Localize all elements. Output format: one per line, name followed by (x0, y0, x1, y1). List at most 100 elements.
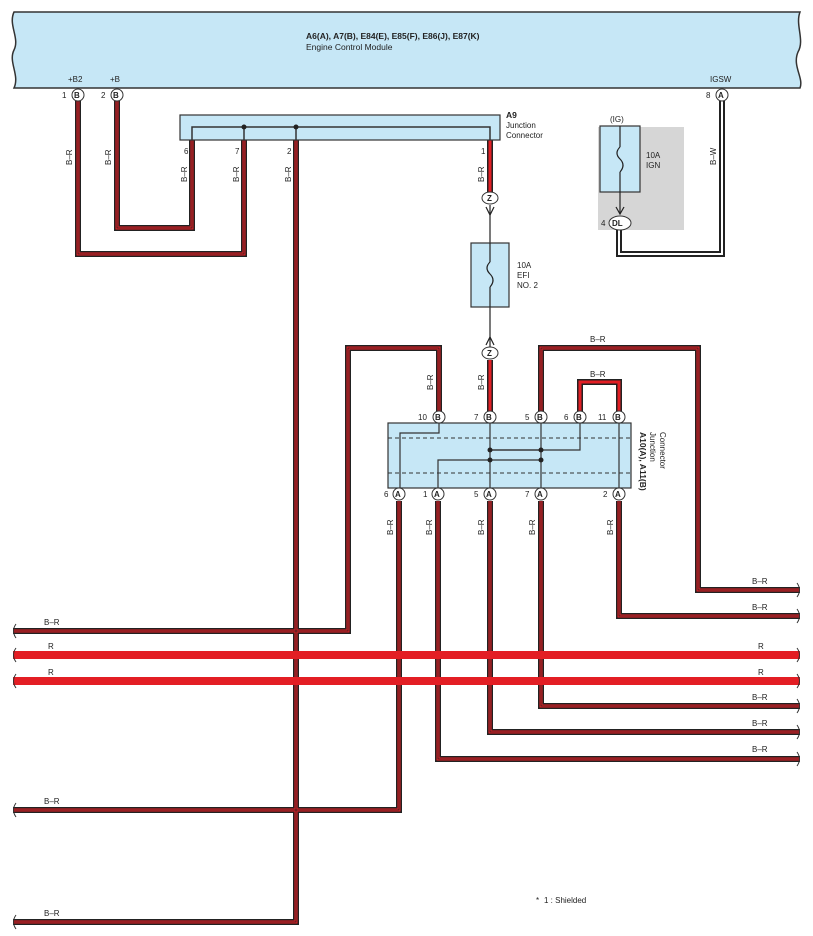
footnote-text: 1 : Shielded (544, 896, 586, 905)
a10-bottom-pin-1-conn: A (434, 490, 440, 499)
junction-a10-a11: A10(A), A11(B) Junction Connector (387, 422, 667, 491)
wire-label-br-h4: B–R (44, 797, 60, 806)
a10-bottom-pin-2: A 2 (603, 487, 626, 501)
a10-bottom-pin-1-num: 1 (423, 490, 428, 499)
wire-label-br-h9: B–R (752, 719, 768, 728)
a10-top-pin-10-conn: B (435, 413, 441, 422)
a10-bottom-pin-6-num: 6 (384, 490, 389, 499)
a10-line2: Connector (658, 432, 667, 469)
vertical-wire-labels: B–R B–R B–R B–R B–R B–R B–W B–R B–R B–R … (65, 147, 718, 535)
ign-conn: DL (612, 219, 623, 228)
a10-top-pin-7-num: 7 (474, 413, 479, 422)
a10-bottom-pin-7: A 7 (525, 487, 548, 501)
a10-top-pin-6-num: 6 (564, 413, 569, 422)
a10-bottom-pin-6: A 6 (384, 487, 406, 501)
efi-name: EFI (517, 271, 529, 280)
a10-top-pin-7: B 7 (474, 410, 497, 424)
ecm-terminal-label-b: +B (110, 75, 120, 84)
a9-line1: Junction (506, 121, 536, 130)
ecm-pin-2-num: 2 (101, 91, 106, 100)
a10-bottom-pin-6-conn: A (395, 490, 401, 499)
a10-top-pin-10-num: 10 (418, 413, 427, 422)
a10-top-pin-11: B 11 (598, 410, 626, 424)
fuse-ign-block: DL 4 (IG) 10A IGN (598, 115, 684, 231)
wire-label-br-h6: B–R (752, 577, 768, 586)
a10-top-pin-6: B 6 (564, 410, 587, 424)
ecm-pin-8-num: 8 (706, 91, 711, 100)
wire-label-br-h5: B–R (44, 909, 60, 918)
ecm-pin-2-conn: B (113, 91, 119, 100)
a9-pin-1: 1 (481, 147, 486, 156)
wire-label-bw: B–W (709, 147, 718, 165)
a10-top-pin-5-conn: B (537, 413, 543, 422)
a10-top-pin-11-num: 11 (598, 413, 607, 422)
a10-top-pin-11-conn: B (615, 413, 621, 422)
wire-label-br-h8: B–R (752, 693, 768, 702)
a9-pin-2: 2 (287, 147, 292, 156)
a10-top-pin-5-num: 5 (525, 413, 530, 422)
wire-label-r-right-2: R (758, 668, 764, 677)
wire-label-br-h3: B–R (44, 618, 60, 627)
wire-label-br-9: B–R (386, 519, 395, 535)
wire-label-br-11: B–R (477, 519, 486, 535)
wire-label-br-8: B–R (477, 374, 486, 390)
wire-label-br-13: B–R (606, 519, 615, 535)
a10-top-pin-10: B 10 (418, 410, 446, 424)
wire-label-br-3: B–R (180, 166, 189, 182)
wire-label-br-h7: B–R (752, 603, 768, 612)
a10-bottom-pin-2-num: 2 (603, 490, 608, 499)
wire-label-br-10: B–R (425, 519, 434, 535)
wire-label-br-1: B–R (65, 149, 74, 165)
wire-label-br-6: B–R (477, 166, 486, 182)
ecm-connectors: A6(A), A7(B), E84(E), E85(F), E86(J), E8… (306, 31, 480, 41)
a10-top-pin-6-conn: B (576, 413, 582, 422)
wire-label-r-left-1: R (48, 642, 54, 651)
ecm-pin-1: B 1 (62, 88, 85, 102)
splice-z-upper: Z (481, 191, 499, 205)
splice-z-lower-label: Z (487, 349, 492, 358)
a10-bottom-pin-5-conn: A (486, 490, 492, 499)
wire-label-br-7: B–R (426, 374, 435, 390)
a10-top-pin-7-conn: B (486, 413, 492, 422)
a10-top-pin-5: B 5 (525, 410, 548, 424)
wires-r (13, 651, 800, 685)
ecm-pin-8-conn: A (718, 91, 724, 100)
efi-name2: NO. 2 (517, 281, 538, 290)
a10-bottom-pin-7-conn: A (537, 490, 543, 499)
ecm-box: A6(A), A7(B), E84(E), E85(F), E86(J), E8… (11, 11, 802, 89)
a10-line1: Junction (648, 432, 657, 462)
footnote: * 1 : Shielded (536, 896, 586, 905)
a10-bottom-pin-5-num: 5 (474, 490, 479, 499)
a10-id: A10(A), A11(B) (638, 432, 648, 491)
wire-label-br-h10: B–R (752, 745, 768, 754)
wire-label-br-h2: B–R (590, 370, 606, 379)
horizontal-wire-labels: B–R B–R B–R R R B–R B–R B–R B–R R R B–R … (44, 335, 768, 918)
junction-a9: A9 Junction Connector 6 7 2 1 (179, 110, 543, 156)
wire-label-r-right-1: R (758, 642, 764, 651)
a10-bottom-pin-1: A 1 (423, 487, 445, 501)
wire-label-br-5: B–R (284, 166, 293, 182)
a9-line2: Connector (506, 131, 543, 140)
ign-group: (IG) (610, 115, 624, 124)
ecm-pin-1-conn: B (74, 91, 80, 100)
splice-z-upper-label: Z (487, 194, 492, 203)
a9-pin-6: 6 (184, 147, 189, 156)
fuse-efi-no2: 10A EFI NO. 2 (470, 205, 538, 347)
wire-label-br-h1: B–R (590, 335, 606, 344)
wires-br (13, 101, 800, 925)
ign-pin: 4 (601, 219, 606, 228)
a10-bottom-pin-7-num: 7 (525, 490, 530, 499)
ecm-pin-8: A 8 (706, 88, 729, 102)
wire-breaks (13, 582, 800, 930)
ecm-terminal-label-b2: +B2 (68, 75, 83, 84)
efi-rating: 10A (517, 261, 532, 270)
a10-bottom-pin-2-conn: A (615, 490, 621, 499)
ecm-pin-1-num: 1 (62, 91, 67, 100)
ign-name: IGN (646, 161, 660, 170)
a9-pin-7: 7 (235, 147, 240, 156)
ecm-pin-2: B 2 (101, 88, 124, 102)
wire-bw (616, 101, 725, 257)
a9-id: A9 (506, 110, 517, 120)
ign-rating: 10A (646, 151, 661, 160)
